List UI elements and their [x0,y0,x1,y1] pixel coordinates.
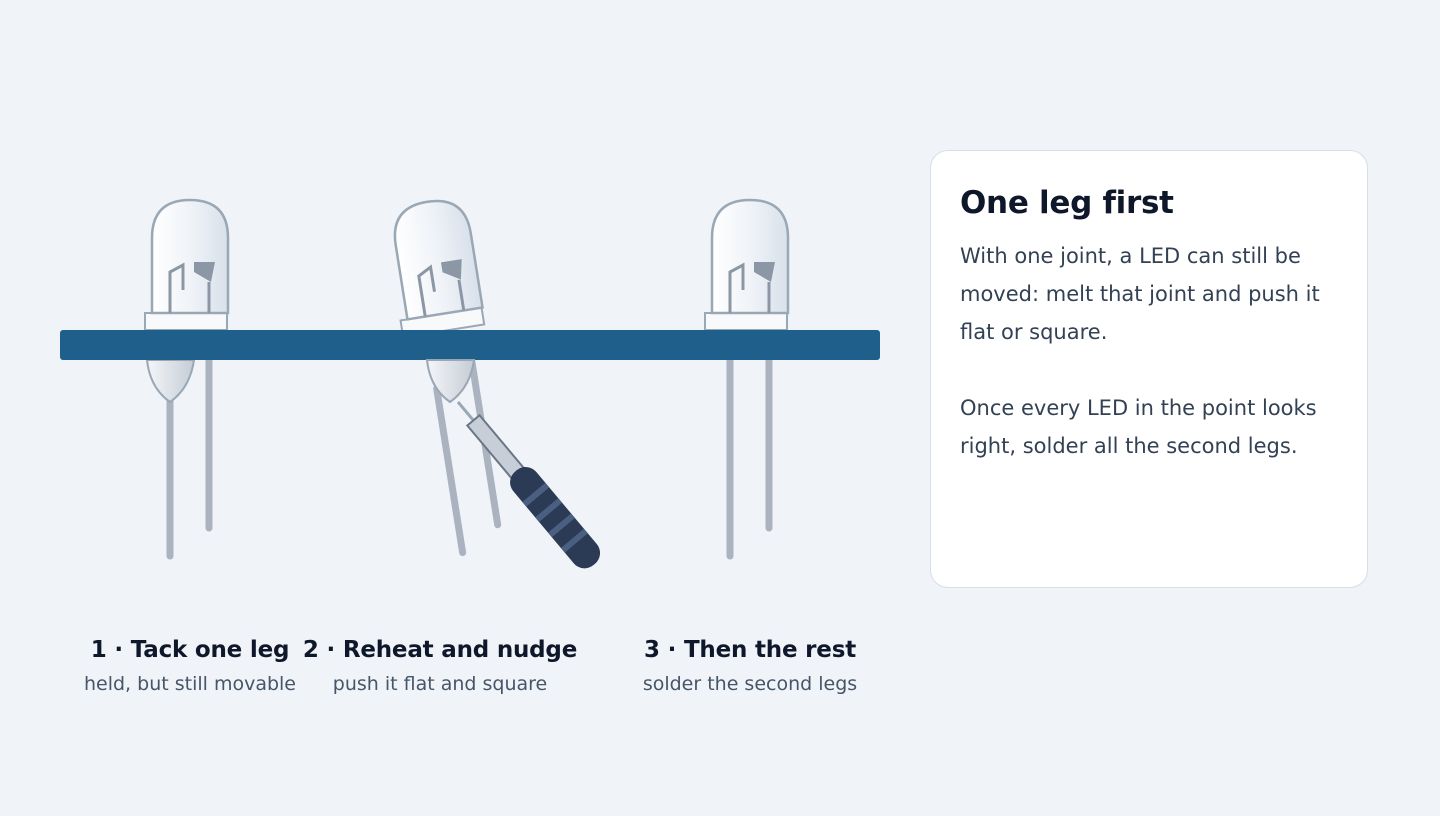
step-3-subtitle: solder the second legs [642,673,858,695]
soldering-iron [456,401,601,569]
led-3-dome [710,198,790,315]
led-2-dome [393,199,484,321]
step-2-title: 2 · Reheat and nudge [302,637,578,663]
led-2-lead-left [433,385,467,557]
card-paragraph-2: Once every LED in the point looks right,… [960,396,1317,458]
soldering-iron-tip [456,401,476,423]
soldering-iron-handle [510,467,601,569]
led-2-anvil [417,264,436,317]
info-card: One leg first With one joint, a LED can … [930,150,1368,588]
led-1-solder-joint [145,359,196,404]
led-1 [144,198,230,560]
step-3-title: 3 · Then the rest [643,637,856,663]
led-2-post [440,259,462,280]
step-1-title: 1 · Tack one leg [90,637,290,663]
step-3-caption: 3 · Then the rest solder the second legs [600,637,900,695]
led-2 [393,199,502,557]
soldering-diagram [60,198,880,569]
led-1-post [194,262,215,282]
step-1-subtitle: held, but still movable [83,673,296,695]
led-3-post [754,262,775,282]
led-1-base-flange [144,312,228,331]
led-3-anvil [728,262,745,313]
circuit-board [60,330,880,360]
soldering-iron-shaft [465,413,526,481]
led-1-dome [150,198,230,315]
led-3-base-flange [704,312,788,331]
led-1-anvil [168,262,185,313]
step-2-caption: 2 · Reheat and nudge push it flat and sq… [290,637,590,695]
led-2-solder-joint [425,359,476,404]
step-1-caption: 1 · Tack one leg held, but still movable [40,637,340,695]
card-title: One leg first [960,185,1174,221]
step-2-subtitle: push it flat and square [332,673,548,695]
card-paragraph-1: With one joint, a LED can still be moved… [960,244,1320,344]
led-3 [704,198,790,560]
